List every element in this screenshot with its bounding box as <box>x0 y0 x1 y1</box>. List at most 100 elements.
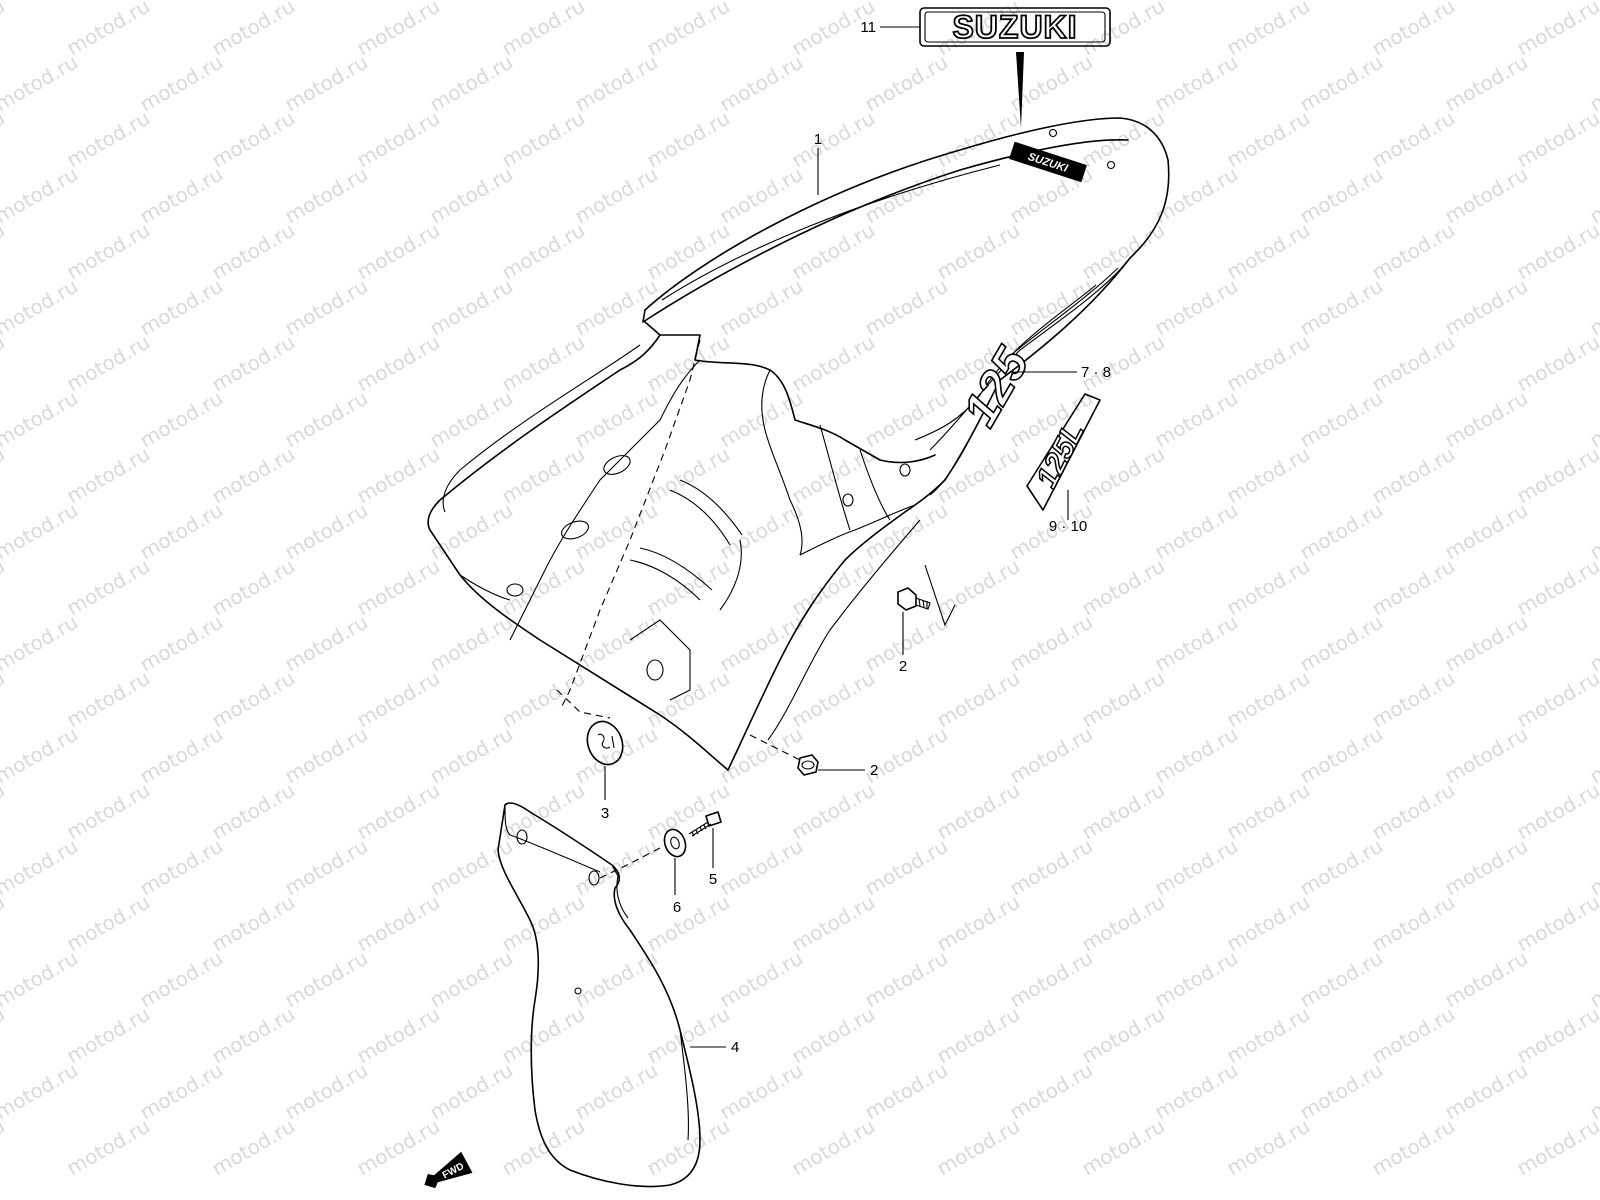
watermark-text: motod.ru <box>0 834 82 901</box>
fender-suzuki-emblem: SUZUKI <box>1009 141 1087 183</box>
callout-7-8: 7 · 8 <box>1081 364 1111 381</box>
watermark-text: motod.ru <box>1586 610 1600 677</box>
watermark-text: motod.ru <box>1368 1114 1459 1181</box>
watermark-text: motod.ru <box>1586 162 1600 229</box>
watermark-text: motod.ru <box>1296 162 1387 229</box>
washer-part-6 <box>663 828 687 858</box>
watermark-text: motod.ru <box>1151 50 1242 117</box>
watermark-text: motod.ru <box>1513 330 1600 397</box>
watermark-text: motod.ru <box>63 330 154 397</box>
watermark-text: motod.ru <box>0 106 9 173</box>
watermark-text: motod.ru <box>426 50 517 117</box>
watermark-text: motod.ru <box>788 218 879 285</box>
watermark-text: motod.ru <box>861 1058 952 1125</box>
watermark-text: motod.ru <box>426 274 517 341</box>
watermark-text: motod.ru <box>643 0 734 60</box>
watermark-text: motod.ru <box>1078 442 1169 509</box>
watermark-text: motod.ru <box>208 330 299 397</box>
watermark-text: motod.ru <box>498 666 589 733</box>
watermark-text: motod.ru <box>136 386 227 453</box>
watermark-text: motod.ru <box>0 1114 9 1181</box>
watermark-text: motod.ru <box>498 778 589 845</box>
watermark-text: motod.ru <box>208 0 299 60</box>
watermark-text: motod.ru <box>353 106 444 173</box>
watermark-text: motod.ru <box>1368 666 1459 733</box>
watermark-text: motod.ru <box>788 106 879 173</box>
watermark-text: motod.ru <box>136 610 227 677</box>
watermark-text: motod.ru <box>0 330 9 397</box>
watermark-text: motod.ru <box>1223 218 1314 285</box>
watermark-text: motod.ru <box>1296 610 1387 677</box>
watermark-text: motod.ru <box>281 722 372 789</box>
watermark-text: motod.ru <box>1151 274 1242 341</box>
watermark-text: motod.ru <box>1513 1002 1600 1069</box>
watermark-text: motod.ru <box>571 162 662 229</box>
watermark-text: motod.ru <box>1296 0 1387 4</box>
watermark-text: motod.ru <box>63 890 154 957</box>
watermark-text: motod.ru <box>716 0 807 4</box>
watermark-text: motod.ru <box>1586 50 1600 117</box>
watermark-text: motod.ru <box>933 1114 1024 1181</box>
watermark-text: motod.ru <box>426 1058 517 1125</box>
watermark-text: motod.ru <box>426 722 517 789</box>
watermark-text: motod.ru <box>281 162 372 229</box>
watermark-text: motod.ru <box>1441 50 1532 117</box>
watermark-text: motod.ru <box>1223 554 1314 621</box>
watermark-text: motod.ru <box>861 386 952 453</box>
watermark-text: motod.ru <box>1441 610 1532 677</box>
watermark-text: motod.ru <box>498 1114 589 1181</box>
watermark-text: motod.ru <box>1006 834 1097 901</box>
watermark-text: motod.ru <box>1006 274 1097 341</box>
watermark-text: motod.ru <box>136 162 227 229</box>
watermark-text: motod.ru <box>0 890 9 957</box>
watermark-text: motod.ru <box>426 0 517 4</box>
watermark-text: motod.ru <box>0 50 82 117</box>
watermark-text: motod.ru <box>1513 554 1600 621</box>
watermark-text: motod.ru <box>0 722 82 789</box>
clip-part-3 <box>586 720 624 766</box>
watermark-text: motod.ru <box>208 106 299 173</box>
watermark-text: motod.ru <box>0 0 9 60</box>
watermark-text: motod.ru <box>1368 442 1459 509</box>
watermark-text: motod.ru <box>0 666 9 733</box>
watermark-text: motod.ru <box>861 498 952 565</box>
watermark-text: motod.ru <box>1223 1114 1314 1181</box>
watermark-text: motod.ru <box>1151 722 1242 789</box>
watermark-text: motod.ru <box>426 946 517 1013</box>
watermark-text: motod.ru <box>63 778 154 845</box>
watermark-text: motod.ru <box>643 1002 734 1069</box>
watermark-text: motod.ru <box>643 218 734 285</box>
watermark-text: motod.ru <box>1078 106 1169 173</box>
watermark-text: motod.ru <box>716 386 807 453</box>
watermark-text: motod.ru <box>1586 1058 1600 1125</box>
watermark-text: motod.ru <box>643 442 734 509</box>
watermark-text: motod.ru <box>1513 442 1600 509</box>
watermark-text: motod.ru <box>1151 162 1242 229</box>
watermark-text: motod.ru <box>1078 890 1169 957</box>
watermark-text: motod.ru <box>1296 498 1387 565</box>
watermark-text: motod.ru <box>281 610 372 677</box>
watermark-text: motod.ru <box>716 1058 807 1125</box>
callout-1: 1 <box>814 131 822 148</box>
forward-direction-arrow: FWD <box>424 1151 473 1189</box>
watermark-text: motod.ru <box>1296 722 1387 789</box>
watermark-text: motod.ru <box>426 498 517 565</box>
watermark-text: motod.ru <box>571 386 662 453</box>
watermark-text: motod.ru <box>1368 1002 1459 1069</box>
watermark-text: motod.ru <box>1151 386 1242 453</box>
watermark-text: motod.ru <box>1078 1114 1169 1181</box>
watermark-text: motod.ru <box>788 890 879 957</box>
watermark-text: motod.ru <box>1368 890 1459 957</box>
watermark-text: motod.ru <box>1223 778 1314 845</box>
watermark-text: motod.ru <box>1223 0 1314 60</box>
watermark-text: motod.ru <box>1441 162 1532 229</box>
watermark-text: motod.ru <box>1441 386 1532 453</box>
watermark-text: motod.ru <box>861 946 952 1013</box>
watermark-text: motod.ru <box>643 666 734 733</box>
watermark-text: motod.ru <box>136 1058 227 1125</box>
watermark-text: motod.ru <box>1151 498 1242 565</box>
suzuki-badge-part-11: SUZUKI <box>919 7 1111 128</box>
watermark-text: motod.ru <box>933 666 1024 733</box>
callout-6: 6 <box>673 899 681 916</box>
watermark-text: motod.ru <box>933 442 1024 509</box>
